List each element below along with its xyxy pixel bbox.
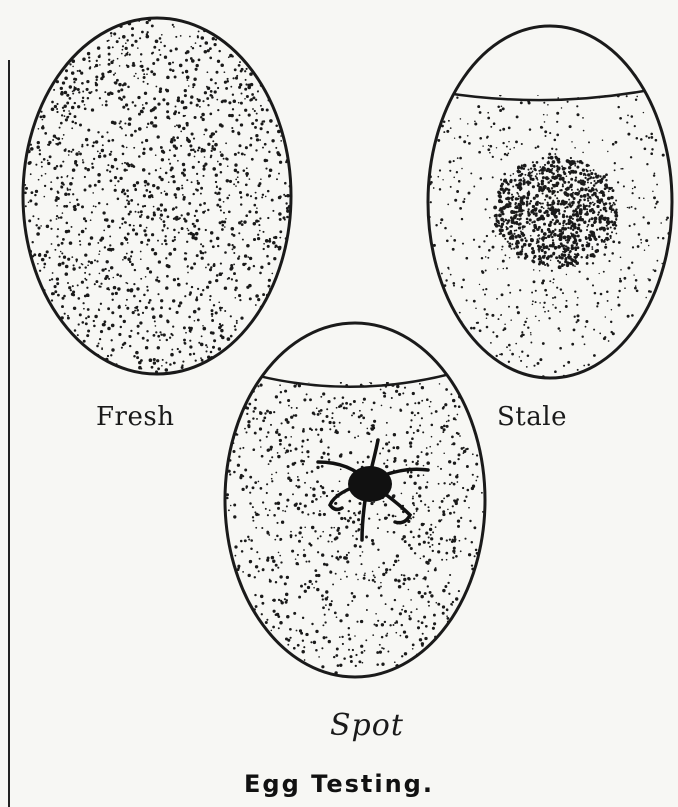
- label-stale: Stale: [497, 402, 567, 432]
- blood-spot: [318, 440, 428, 540]
- figure-caption: Egg Testing.: [0, 770, 678, 798]
- egg-stale: [420, 20, 678, 378]
- egg-spot: [220, 318, 490, 677]
- stale-cloud: [493, 156, 618, 270]
- label-fresh: Fresh: [96, 402, 174, 432]
- spot-air-cell: [220, 318, 490, 382]
- egg-fresh: [23, 17, 291, 374]
- label-spot: Spot: [330, 708, 404, 743]
